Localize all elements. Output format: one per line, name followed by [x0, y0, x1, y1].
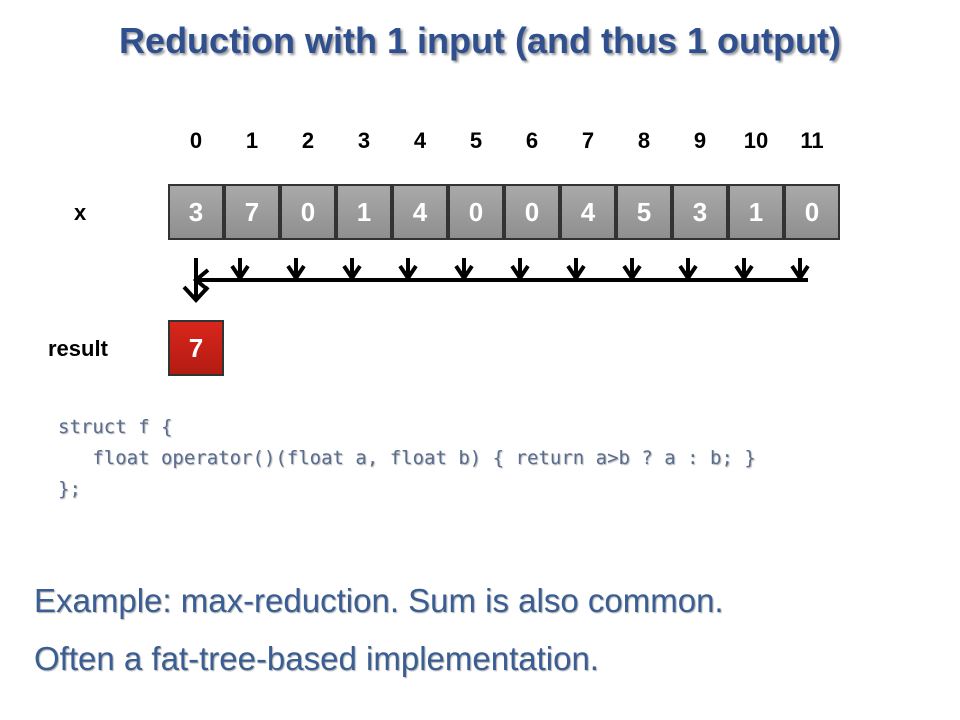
x-cell: 0	[504, 184, 560, 240]
code-line-3: };	[58, 478, 81, 500]
x-cell: 0	[280, 184, 336, 240]
index-label: 6	[525, 128, 539, 153]
x-label: x	[74, 200, 87, 225]
index-label: 1	[245, 128, 259, 153]
x-cell: 3	[672, 184, 728, 240]
slide-title: Reduction with 1 input (and thus 1 outpu…	[119, 20, 841, 61]
code-line-2: float operator()(float a, float b) { ret…	[58, 447, 756, 469]
x-cell: 3	[168, 184, 224, 240]
index-label: 4	[413, 128, 427, 153]
index-label: 10	[743, 128, 769, 153]
x-cell: 7	[224, 184, 280, 240]
index-label: 2	[301, 128, 315, 153]
index-label: 9	[693, 128, 707, 153]
index-label: 5	[469, 128, 483, 153]
index-label: 11	[800, 128, 824, 153]
x-cell: 4	[392, 184, 448, 240]
result-arrow-head	[182, 285, 210, 303]
index-label: 0	[189, 128, 203, 153]
caption-line-1: Example: max-reduction. Sum is also comm…	[34, 582, 724, 619]
code-block: struct f { float operator()(float a, flo…	[58, 412, 756, 505]
result-label: result	[48, 336, 108, 361]
x-cell: 0	[448, 184, 504, 240]
x-cell: 4	[560, 184, 616, 240]
index-label: 8	[637, 128, 651, 153]
x-cell: 0	[784, 184, 840, 240]
result-cell: 7	[168, 320, 224, 376]
code-line-1: struct f {	[58, 416, 173, 438]
x-cell: 5	[616, 184, 672, 240]
index-label: 7	[581, 128, 595, 153]
index-label: 3	[357, 128, 371, 153]
x-cell: 1	[728, 184, 784, 240]
x-cell: 1	[336, 184, 392, 240]
caption-line-2: Often a fat-tree-based implementation.	[34, 640, 599, 677]
